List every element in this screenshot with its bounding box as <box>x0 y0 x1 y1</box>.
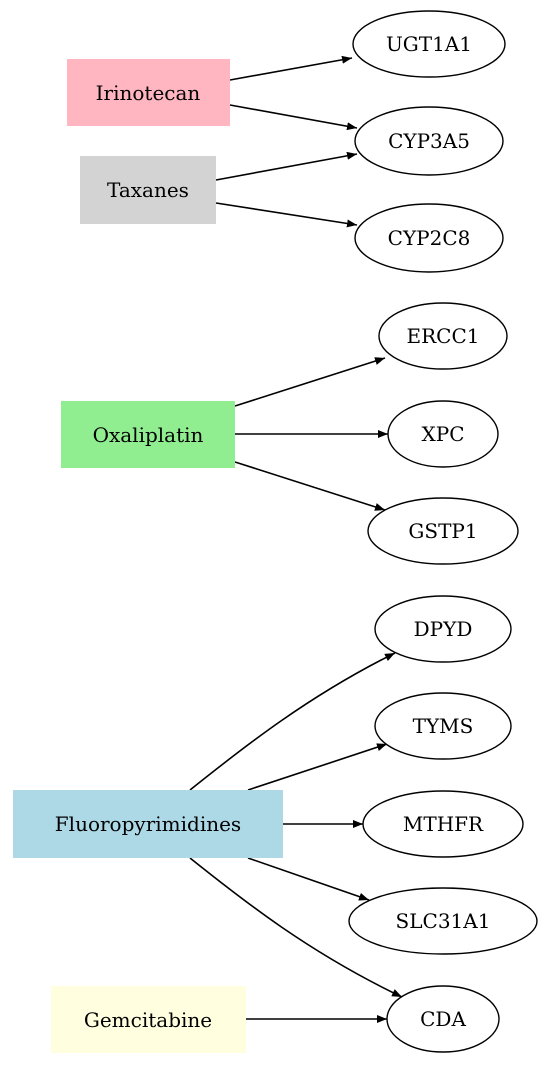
gene-node-cyp3a5[interactable]: CYP3A5 <box>354 106 504 176</box>
gene-node-label: MTHFR <box>403 812 484 836</box>
gene-node-ugt1a1[interactable]: UGT1A1 <box>352 10 506 78</box>
gene-node-ellipse <box>386 985 500 1053</box>
gene-node-label: SLC31A1 <box>396 909 491 933</box>
gene-node-dpyd[interactable]: DPYD <box>374 595 512 663</box>
gene-node-ellipse <box>362 790 524 858</box>
gene-node-label: UGT1A1 <box>386 32 472 56</box>
drug-node-taxanes[interactable]: Taxanes <box>80 156 216 224</box>
edge-taxanes-to-cyp3a5 <box>215 151 358 181</box>
gene-node-cyp2c8[interactable]: CYP2C8 <box>354 203 504 273</box>
edge-irinotecan-to-cyp3a5 <box>229 104 358 131</box>
edge-fluoropyrimidines-to-dpyd <box>189 652 396 791</box>
drug-node-label: Taxanes <box>107 178 189 202</box>
gene-node-label: CYP3A5 <box>388 129 470 153</box>
drug-node-label: Irinotecan <box>96 81 201 105</box>
gene-node-ellipse <box>374 692 512 760</box>
gene-node-ellipse <box>387 400 499 468</box>
drug-node-irinotecan[interactable]: Irinotecan <box>67 59 230 126</box>
gene-node-tyms[interactable]: TYMS <box>374 692 512 760</box>
gene-node-cda[interactable]: CDA <box>386 985 500 1053</box>
edge-fluoropyrimidines-to-cda <box>189 857 403 998</box>
gene-node-label: CYP2C8 <box>388 226 471 250</box>
gene-node-ellipse <box>354 203 504 273</box>
edge-irinotecan-to-ugt1a1 <box>229 55 353 81</box>
gene-node-mthfr[interactable]: MTHFR <box>362 790 524 858</box>
gene-node-xpc[interactable]: XPC <box>387 400 499 468</box>
drug-node-label: Gemcitabine <box>84 1008 212 1032</box>
edge-oxaliplatin-to-gstp1 <box>234 461 386 511</box>
gene-node-label: GSTP1 <box>408 519 477 543</box>
drug-node-box <box>13 790 283 858</box>
edges <box>189 55 403 1023</box>
gene-node-gstp1[interactable]: GSTP1 <box>367 497 519 565</box>
drug-node-box <box>67 59 230 126</box>
gene-node-ellipse <box>378 302 508 370</box>
gene-node-ellipse <box>352 10 506 78</box>
gene-node-label: DPYD <box>414 617 473 641</box>
gene-node-ellipse <box>367 497 519 565</box>
drug-node-oxaliplatin[interactable]: Oxaliplatin <box>61 401 235 468</box>
gene-node-ercc1[interactable]: ERCC1 <box>378 302 508 370</box>
gene-node-label: XPC <box>422 422 465 446</box>
drug-node-box <box>80 156 216 224</box>
gene-node-ellipse <box>354 106 504 176</box>
drug-node-fluoropyrimidines[interactable]: Fluoropyrimidines <box>13 790 283 858</box>
gene-node-label: ERCC1 <box>407 324 480 348</box>
gene-node-label: TYMS <box>413 714 474 738</box>
gene-node-ellipse <box>374 595 512 663</box>
drug-node-box <box>61 401 235 468</box>
edge-fluoropyrimidines-to-slc31a1 <box>247 857 370 901</box>
drug-node-label: Oxaliplatin <box>93 423 204 447</box>
edge-fluoropyrimidines-to-tyms <box>247 743 388 791</box>
gene-node-slc31a1[interactable]: SLC31A1 <box>348 887 538 955</box>
drug-node-gemcitabine[interactable]: Gemcitabine <box>51 986 246 1053</box>
edge-taxanes-to-cyp2c8 <box>215 202 358 228</box>
gene-node-label: CDA <box>420 1007 466 1031</box>
drug-node-label: Fluoropyrimidines <box>55 812 241 836</box>
edge-oxaliplatin-to-ercc1 <box>234 357 386 407</box>
drug-node-box <box>51 986 246 1053</box>
gene-node-ellipse <box>348 887 538 955</box>
